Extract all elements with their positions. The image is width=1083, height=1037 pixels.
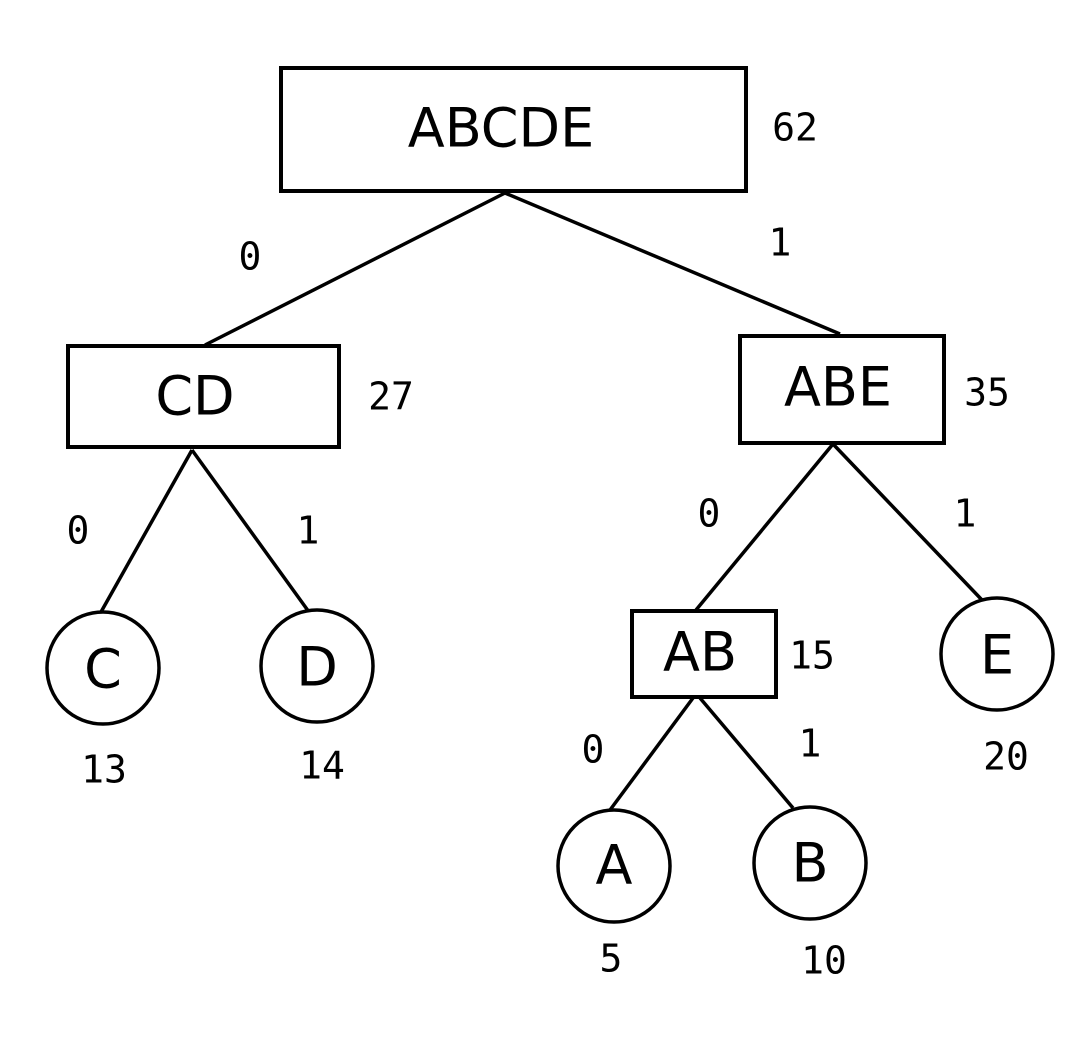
node-ab-weight: 15	[789, 634, 835, 678]
node-root: ABCDE 62	[279, 66, 818, 193]
leaf-a-label: A	[596, 834, 633, 897]
leaf-d: D 14	[259, 608, 375, 788]
node-abe-label: ABE	[784, 356, 892, 419]
edge-label-cd-d: 1	[297, 509, 320, 553]
edge-root-cd	[204, 191, 506, 347]
node-cd: CD 27	[66, 344, 414, 449]
node-root-label: ABCDE	[408, 97, 594, 160]
leaf-e: E 20	[939, 596, 1055, 779]
node-root-weight: 62	[772, 106, 818, 150]
edge-abe-e	[831, 442, 984, 602]
leaf-d-weight: 14	[299, 744, 345, 788]
edge-cd-c	[99, 449, 194, 613]
edge-abe-ab	[694, 442, 835, 612]
node-abe-box	[738, 334, 946, 445]
node-ab: AB 15	[630, 609, 835, 699]
leaf-b-weight: 10	[801, 939, 847, 983]
edge-label-root-cd: 0	[239, 235, 262, 279]
leaf-c-weight: 13	[81, 748, 127, 792]
edge-label-abe-e: 1	[954, 492, 977, 536]
leaf-c-circle	[45, 610, 161, 726]
edge-label-abe-ab: 0	[698, 492, 721, 536]
leaf-b: B 10	[752, 805, 868, 983]
leaf-e-circle	[939, 596, 1055, 712]
edge-label-ab-b: 1	[799, 722, 822, 766]
edge-cd-d	[190, 448, 311, 614]
leaf-c: C 13	[45, 610, 161, 792]
edge-ab-a	[608, 696, 695, 812]
node-cd-weight: 27	[368, 375, 414, 419]
leaf-d-label: D	[296, 636, 338, 699]
leaf-c-label: C	[84, 638, 122, 701]
leaf-d-circle	[259, 608, 375, 724]
edge-label-cd-c: 0	[67, 509, 90, 553]
edge-root-abe	[504, 191, 841, 336]
node-ab-label: AB	[663, 621, 737, 684]
leaf-e-label: E	[980, 624, 1014, 687]
edge-ab-b	[698, 696, 795, 810]
leaf-a-circle	[556, 808, 672, 924]
node-cd-box	[66, 344, 341, 449]
leaf-a-weight: 5	[600, 937, 623, 981]
leaf-b-circle	[752, 805, 868, 921]
leaf-a: A 5	[556, 808, 672, 981]
node-abe: ABE 35	[738, 334, 1010, 445]
node-cd-label: CD	[155, 365, 234, 428]
node-ab-box	[630, 609, 778, 699]
leaf-e-weight: 20	[983, 735, 1029, 779]
edge-label-root-abe: 1	[769, 221, 792, 265]
leaf-b-label: B	[791, 832, 828, 895]
node-root-box	[279, 66, 748, 193]
node-abe-weight: 35	[964, 371, 1010, 415]
edge-label-ab-a: 0	[582, 728, 605, 772]
